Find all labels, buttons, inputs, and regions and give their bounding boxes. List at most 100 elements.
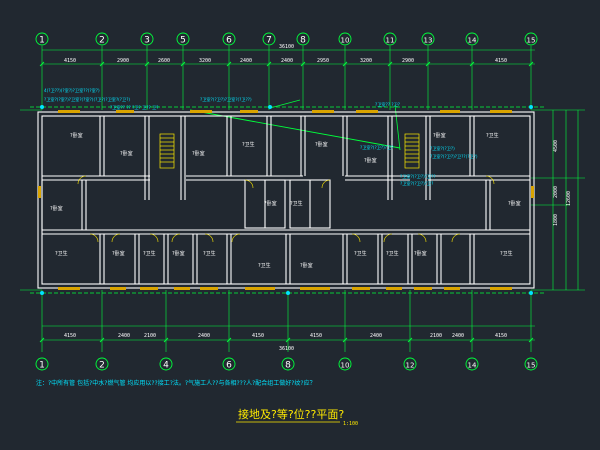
- room-label: ?卫生: [486, 132, 499, 139]
- room-label: ?卫生: [55, 250, 68, 257]
- axis-bubble: 7: [262, 32, 276, 46]
- axis-bubble: 6: [222, 32, 236, 46]
- total-dim-bottom: 36100: [279, 346, 294, 352]
- axis-label: 8: [285, 361, 291, 371]
- room-label: ?卫生: [203, 250, 216, 257]
- axis-bubble: 6: [222, 357, 236, 371]
- annotation-text: 4(?卫??)(?室?)?卫室??(?室?): [44, 87, 100, 93]
- axis-label: 8: [300, 36, 306, 46]
- dim-right: 4500: [553, 140, 559, 152]
- drawing-title: 接地及?等?位??平面?: [238, 407, 344, 421]
- dim-bottom: 2400: [370, 333, 382, 339]
- axis-label: 14: [468, 37, 477, 45]
- axis-label: 4: [163, 361, 169, 371]
- dim-bottom: 4150: [310, 333, 322, 339]
- dim-bottom: 2100: [144, 333, 156, 339]
- annotation-text: ?卫室?? ?卫?: [375, 101, 400, 107]
- axis-bubble: 8: [281, 357, 295, 371]
- axis-label: 10: [341, 37, 350, 45]
- axis-label: 10: [341, 362, 350, 370]
- room-label: ?卧室: [315, 141, 328, 148]
- dim-bottom: 2400: [198, 333, 210, 339]
- axis-bubble: 14: [465, 357, 479, 371]
- dim-top: 2400: [240, 58, 252, 64]
- dim-top: 2900: [117, 58, 129, 64]
- axis-bubble: 10: [338, 357, 352, 371]
- dim-top: 2900: [402, 58, 414, 64]
- axis-label: 2: [99, 361, 105, 371]
- room-label: ?卧室: [70, 132, 83, 139]
- room-label: ?卫生: [354, 250, 367, 257]
- room-label: ?卧室: [264, 200, 277, 207]
- room-labels: ?卧室 ?卧室 ?卧室 ?卫生 ?卧室 ?卧室 ?卧室 ?卫生 ?卧室 ?卧室 …: [50, 132, 521, 269]
- room-label: ?卧室: [300, 262, 313, 269]
- axis-bubble: 5: [176, 32, 190, 46]
- axis-bubbles-top: 1 2 3 5 6 7 8 10 11 13 14 15: [35, 32, 538, 46]
- room-label: ?卫生: [143, 250, 156, 257]
- axis-label: 6: [226, 361, 232, 371]
- axis-bubble: 15: [524, 32, 538, 46]
- annotation-text: ?卫室?(?卫?)?卫??(?卫?): [430, 153, 478, 159]
- windows: [38, 110, 534, 290]
- dimension-lines: [20, 46, 585, 352]
- axis-bubble: 8: [296, 32, 310, 46]
- drawing-note: 注：?中所有管 包括?中水?燃气管 均应用以??接工?法。?气施工人??与各相?…: [36, 379, 316, 387]
- axis-label: 1: [39, 361, 45, 371]
- annotations: 4(?卫??)(?室?)?卫室??(?室?) ?卫室?(?室?)?卫室?(?室?…: [44, 87, 478, 186]
- annotation-text: ?卫室?(?室?)?卫室?(?室?)(?卫?)?卫室?(?卫?): [44, 96, 130, 102]
- axis-label: 7: [266, 36, 272, 46]
- room-label: ?卧室: [433, 132, 446, 139]
- axis-label: 15: [527, 362, 536, 370]
- room-label: ?卧室: [172, 250, 185, 257]
- axis-label: 13: [424, 37, 433, 45]
- axis-bubble: 1: [35, 32, 49, 46]
- axis-label: 2: [99, 36, 105, 46]
- axis-label: 3: [144, 36, 150, 46]
- axis-bubble: 11: [383, 32, 397, 46]
- room-label: ?卧室: [120, 150, 133, 157]
- walls: [37, 111, 535, 289]
- annotation-text: ?卫室?(?卫?)?卫?: [400, 180, 433, 186]
- axis-label: 1: [39, 36, 45, 46]
- annotation-text: ?卫室?(?卫?)?卫?: [360, 144, 393, 150]
- axis-label: 5: [180, 36, 186, 46]
- grounding-lines: [30, 99, 545, 294]
- room-label: ?卫生: [242, 141, 255, 148]
- room-label: ?卧室: [414, 250, 427, 257]
- annotation-text: ?卫室?(?卫?)?卫??: [400, 173, 436, 179]
- axis-bubble: 13: [421, 32, 435, 46]
- annotation-text: ?卫室?? ?? ?卫? 卫?? 卫?: [110, 104, 159, 110]
- dim-top: 3200: [199, 58, 211, 64]
- room-label: ?卫生: [258, 262, 271, 269]
- dim-bottom: 4150: [64, 333, 76, 339]
- axis-bubble: 15: [524, 357, 538, 371]
- room-label: ?卫生: [290, 200, 303, 207]
- axis-bubble: 12: [403, 357, 417, 371]
- doors: [77, 175, 495, 243]
- staircase-right: [404, 133, 420, 169]
- dim-bottom: 4150: [495, 333, 507, 339]
- annotation-text: ?卫室?(?卫?): [430, 145, 455, 151]
- axis-bubble: 10: [338, 32, 352, 46]
- room-label: ?卫生: [500, 250, 513, 257]
- annotation-text: ?卫室?(?卫?)?卫室?(?卫??): [200, 96, 252, 102]
- axis-bubble: 14: [465, 32, 479, 46]
- room-label: ?卧室: [112, 250, 125, 257]
- connection-points: [40, 105, 533, 295]
- dim-bottom: 2100: [430, 333, 442, 339]
- total-dim-top: 36100: [279, 44, 294, 50]
- axis-label: 11: [386, 37, 395, 45]
- axis-label: 12: [406, 362, 415, 370]
- axis-bubbles-bottom: 1 2 4 6 8 10 12 14 15: [35, 357, 538, 371]
- dim-bottom: 2400: [118, 333, 130, 339]
- axis-bubble: 1: [35, 357, 49, 371]
- dim-bottom: 4150: [252, 333, 264, 339]
- room-label: ?卫生: [386, 250, 399, 257]
- axis-bubble: 3: [140, 32, 154, 46]
- dim-top: 4150: [495, 58, 507, 64]
- room-label: ?卧室: [50, 205, 63, 212]
- axis-bubble: 2: [95, 32, 109, 46]
- room-label: ?卧室: [364, 157, 377, 164]
- room-label: ?卧室: [508, 200, 521, 207]
